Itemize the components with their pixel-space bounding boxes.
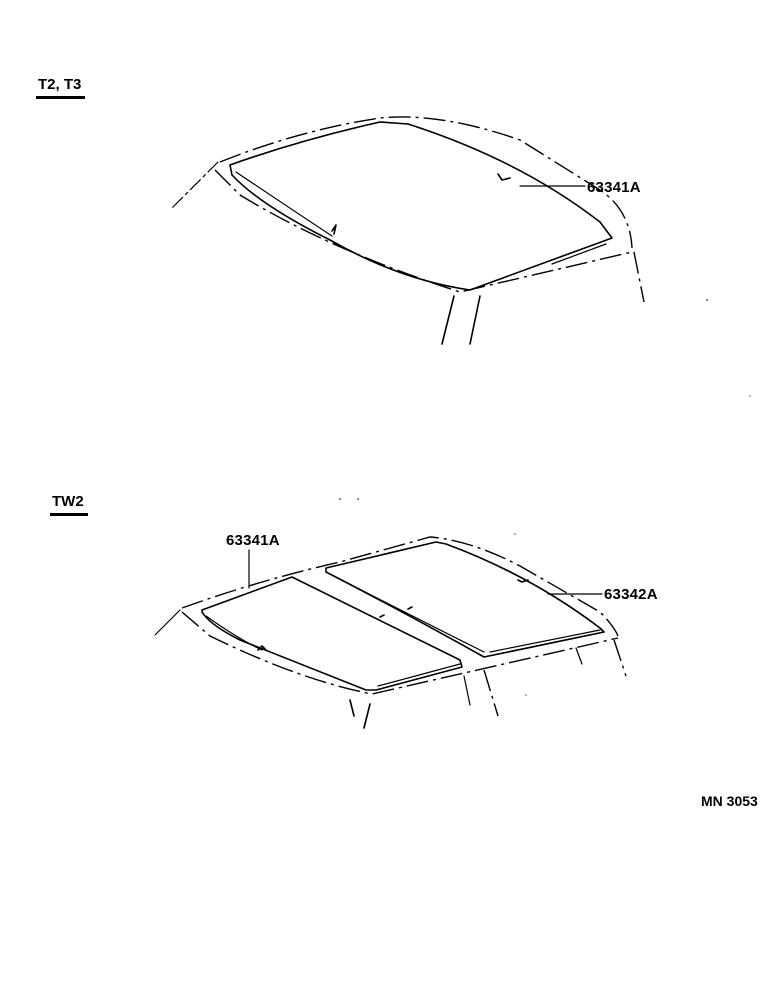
callout-63341a-top: 63341A <box>587 179 641 196</box>
callout-63342a: 63342A <box>604 586 658 603</box>
section-title-t2-t3: T2, T3 <box>36 76 86 99</box>
section-title-tw2: TW2 <box>50 493 88 516</box>
figure-code: MN 3053 <box>701 793 758 809</box>
callout-63341a-bottom: 63341A <box>226 532 280 549</box>
